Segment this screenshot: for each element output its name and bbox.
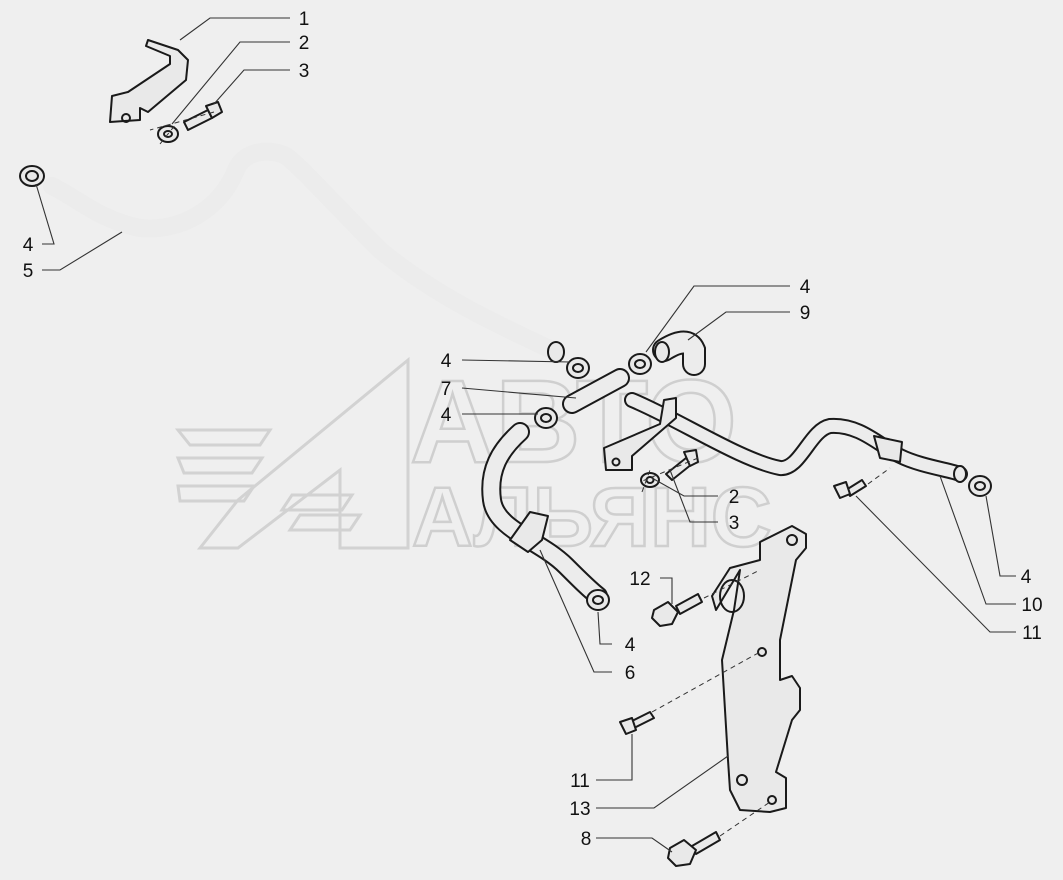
- clamp-part-4-e: [586, 589, 610, 611]
- callout-4: 4: [625, 635, 636, 656]
- clamp-part-4-f: [968, 475, 992, 497]
- callout-2: 2: [299, 33, 310, 54]
- callout-4: 4: [1021, 567, 1032, 588]
- callout-6: 6: [625, 663, 636, 684]
- callout-11: 11: [1022, 623, 1042, 644]
- hose-part-6: [481, 422, 608, 606]
- callout-10: 10: [1021, 595, 1042, 616]
- callout-4: 4: [23, 235, 34, 256]
- bracket-part-1: [109, 39, 189, 123]
- callout-12: 12: [629, 569, 650, 590]
- callout-8: 8: [581, 829, 592, 850]
- clamp-part-4-b: [566, 357, 590, 379]
- clamp-part-4-a: [19, 165, 45, 187]
- watermark-line2: АЛЬЯНС: [412, 470, 772, 564]
- callout-13: 13: [569, 799, 590, 820]
- callout-3: 3: [729, 513, 740, 534]
- callout-3: 3: [299, 61, 310, 82]
- bolt-part-11-a: [833, 479, 867, 499]
- bolt-part-8: [667, 831, 721, 867]
- leader-lines: [35, 17, 1016, 853]
- callout-4: 4: [800, 277, 811, 298]
- callout-1: 1: [299, 9, 310, 30]
- bolt-part-12: [651, 593, 703, 627]
- callout-4: 4: [441, 405, 452, 426]
- watermark-logo: [174, 356, 410, 550]
- callout-4: 4: [441, 351, 452, 372]
- callout-11: 11: [570, 771, 590, 792]
- callout-2: 2: [729, 487, 740, 508]
- elbow-part-9: [652, 330, 706, 376]
- bolt-part-3: [183, 101, 223, 131]
- clamp-part-4-d: [534, 407, 558, 429]
- hose-part-5: [43, 142, 565, 363]
- callout-labels: 1 2 3 4 5 4 9 4 7 4 2 3 12 4 10 11 4 6 1…: [23, 9, 1043, 850]
- bolt-part-11-b: [619, 711, 655, 735]
- hose-part-7: [562, 368, 630, 414]
- callout-7: 7: [441, 379, 452, 400]
- callout-5: 5: [23, 261, 34, 282]
- bracket-part-13: [711, 525, 807, 813]
- pipe-part-10: [603, 392, 968, 483]
- clamp-part-4-c: [628, 353, 652, 375]
- callout-9: 9: [800, 303, 811, 324]
- assembly-lines: [149, 111, 891, 837]
